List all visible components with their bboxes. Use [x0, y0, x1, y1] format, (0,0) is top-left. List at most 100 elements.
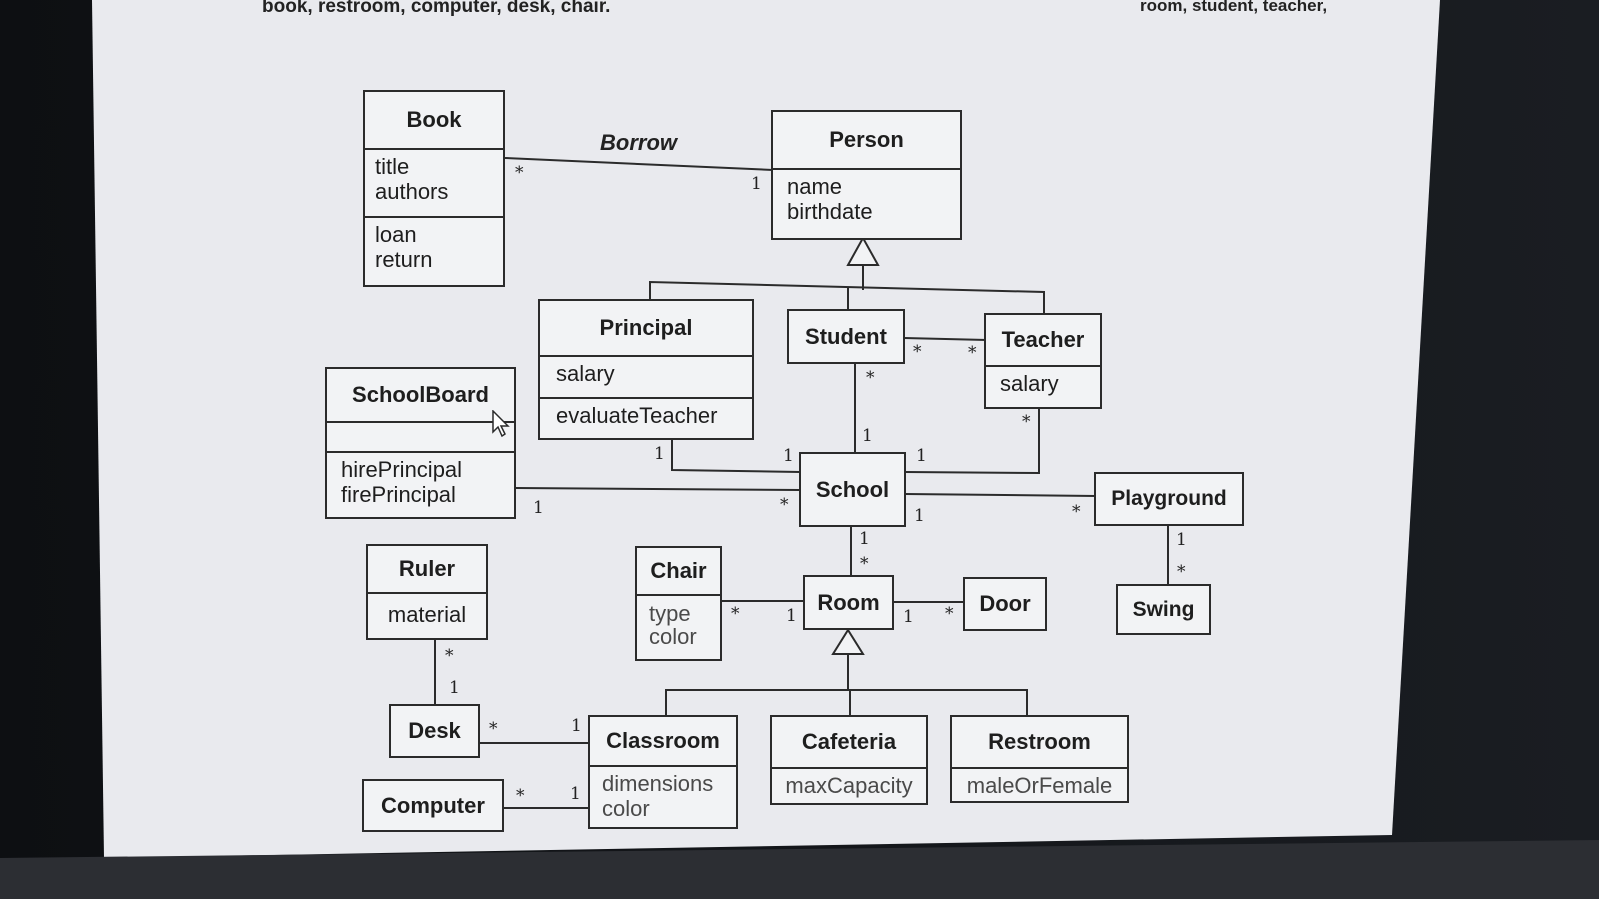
class-room: Room — [803, 575, 894, 630]
class-principal-attributes: salary — [540, 357, 752, 399]
borrow-label: Borrow — [600, 130, 677, 155]
multiplicity: * — [1072, 502, 1081, 522]
class-desk: Desk — [389, 704, 480, 758]
class-schoolboard: SchoolBoard hirePrincipal firePrincipal — [325, 367, 516, 519]
class-person-attributes: name birthdate — [773, 170, 960, 228]
schoolboard-school-association — [515, 487, 801, 491]
class-schoolboard-title: SchoolBoard — [327, 369, 514, 423]
class-chair-attributes: type color — [637, 596, 720, 654]
class-teacher: Teacher salary — [984, 313, 1102, 409]
class-book: Book title authors loan return — [363, 90, 505, 287]
multiplicity: 1 — [751, 174, 762, 194]
operation: loan — [375, 222, 417, 247]
attribute: maxCapacity — [785, 773, 913, 798]
class-schoolboard-attributes — [327, 423, 514, 453]
operation: evaluateTeacher — [556, 403, 718, 428]
multiplicity: 1 — [1176, 530, 1187, 550]
attribute: color — [649, 624, 697, 649]
multiplicity: 1 — [916, 446, 927, 466]
class-door-title: Door — [979, 591, 1031, 616]
attribute: title — [375, 154, 410, 179]
multiplicity: * — [731, 604, 740, 624]
multiplicity: * — [516, 786, 525, 806]
class-principal: Principal salary evaluateTeacher — [538, 299, 754, 440]
class-ruler-attributes: material — [368, 594, 486, 635]
class-swing: Swing — [1116, 584, 1211, 635]
class-person: Person name birthdate — [771, 110, 962, 240]
multiplicity: * — [489, 719, 498, 739]
multiplicity: * — [968, 343, 977, 363]
multiplicity: * — [1022, 412, 1031, 432]
class-cafeteria: Cafeteria maxCapacity — [770, 715, 928, 805]
class-schoolboard-operations: hirePrincipal firePrincipal — [327, 453, 514, 511]
class-person-title: Person — [773, 112, 960, 170]
operation: hirePrincipal — [341, 457, 463, 482]
multiplicity: 1 — [570, 784, 581, 804]
multiplicity: * — [445, 646, 454, 666]
multiplicity: 1 — [914, 506, 925, 526]
attribute: birthdate — [787, 199, 873, 224]
multiplicity: 1 — [903, 607, 914, 627]
class-chair-title: Chair — [637, 548, 720, 596]
multiplicity: 1 — [449, 678, 460, 698]
attribute: authors — [375, 179, 449, 204]
room-generalization-arrow — [831, 628, 865, 655]
class-school: School — [799, 452, 906, 527]
multiplicity: * — [913, 342, 922, 362]
class-chair: Chair type color — [635, 546, 722, 661]
multiplicity: * — [860, 554, 869, 574]
class-principal-title: Principal — [540, 301, 752, 357]
class-student: Student — [787, 309, 905, 364]
class-cafeteria-attributes: maxCapacity — [772, 769, 926, 802]
header-left-text: book, restroom, computer, desk, chair. — [262, 0, 611, 17]
multiplicity: * — [945, 604, 954, 624]
attribute: material — [387, 602, 467, 627]
multiplicity: * — [1177, 562, 1186, 582]
class-desk-title: Desk — [408, 718, 461, 743]
person-generalization-arrow — [846, 235, 880, 266]
school-playground-association — [904, 493, 1097, 497]
attribute: salary — [1000, 371, 1059, 396]
multiplicity: * — [515, 163, 524, 183]
class-restroom-title: Restroom — [952, 717, 1127, 769]
multiplicity: 1 — [859, 529, 870, 549]
borrow-association — [504, 157, 774, 171]
class-playground: Playground — [1094, 472, 1244, 526]
operation: return — [375, 247, 433, 272]
class-book-attributes: title authors — [365, 150, 503, 218]
class-playground-title: Playground — [1111, 487, 1227, 510]
class-book-operations: loan return — [365, 218, 503, 276]
attribute: color — [602, 796, 650, 821]
class-book-title: Book — [365, 92, 503, 150]
multiplicity: 1 — [783, 446, 794, 466]
class-cafeteria-title: Cafeteria — [772, 717, 926, 769]
multiplicity: * — [866, 368, 875, 388]
class-student-title: Student — [805, 323, 887, 349]
attribute: name — [787, 174, 843, 199]
multiplicity: 1 — [654, 444, 665, 464]
attribute: salary — [556, 361, 615, 386]
class-principal-operations: evaluateTeacher — [540, 399, 752, 432]
multiplicity: 1 — [533, 498, 544, 518]
class-computer-title: Computer — [381, 792, 485, 818]
class-classroom-attributes: dimensions color — [590, 767, 736, 825]
student-teacher-association — [903, 337, 988, 341]
class-restroom: Restroom maleOrFemale — [950, 715, 1129, 803]
multiplicity: 1 — [786, 606, 797, 626]
multiplicity: 1 — [862, 426, 873, 446]
operation: firePrincipal — [341, 482, 456, 507]
class-classroom: Classroom dimensions color — [588, 715, 738, 829]
class-computer: Computer — [362, 779, 504, 832]
header-right-text: room, student, teacher, — [1140, 0, 1328, 15]
teacher-school-association — [904, 408, 1040, 475]
class-classroom-title: Classroom — [590, 717, 736, 767]
class-room-title: Room — [817, 589, 880, 615]
multiplicity: * — [780, 495, 789, 515]
class-swing-title: Swing — [1132, 597, 1195, 621]
attribute: maleOrFemale — [966, 773, 1113, 798]
class-teacher-attributes: salary — [986, 367, 1100, 400]
class-teacher-title: Teacher — [986, 315, 1100, 367]
principal-school-association — [671, 439, 801, 473]
class-school-title: School — [815, 476, 890, 502]
